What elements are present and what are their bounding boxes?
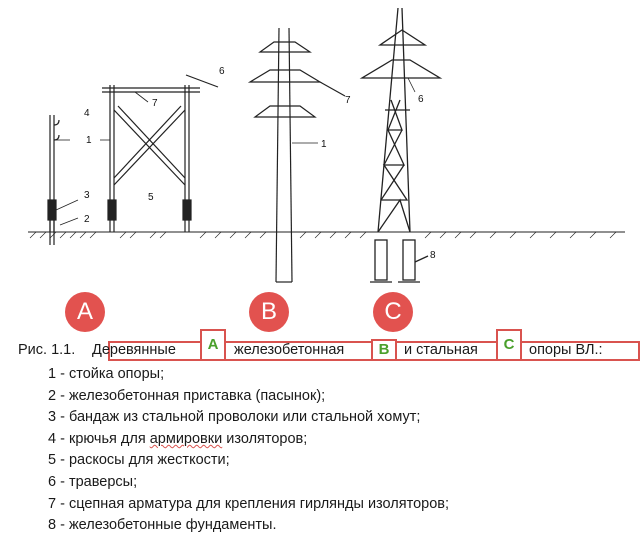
caption-part3: и стальная bbox=[404, 342, 478, 358]
legend-list: 1 - стойка опоры; 2 - железобетонная при… bbox=[48, 364, 449, 537]
caption-box-b: B bbox=[371, 339, 397, 361]
fig-label-6: 6 bbox=[418, 94, 424, 105]
marker-b: B bbox=[249, 292, 289, 332]
legend-item: 7 - сцепная арматура для крепления гирля… bbox=[48, 495, 449, 512]
caption-part1: Деревянные bbox=[92, 342, 176, 358]
fig-label-3: 3 bbox=[84, 190, 90, 201]
fig-label-4: 4 bbox=[84, 108, 90, 119]
fig-label-8: 8 bbox=[430, 250, 436, 261]
misspelled-word: армировки bbox=[149, 430, 223, 447]
marker-c: C bbox=[373, 292, 413, 332]
fig-label-5: 5 bbox=[148, 192, 154, 203]
caption-box-c: C bbox=[496, 329, 522, 361]
caption-box-a: A bbox=[200, 329, 226, 361]
legend-item: 3 - бандаж из стальной проволоки или ста… bbox=[48, 409, 421, 426]
fig-label-1: 1 bbox=[86, 135, 92, 146]
figure-caption: Рис. 1.1. Деревянные A железобетонная B … bbox=[18, 329, 640, 369]
fig-label-1: 1 bbox=[321, 139, 327, 150]
fig-label-7: 7 bbox=[152, 98, 158, 109]
fig-label-6: 6 bbox=[219, 66, 225, 77]
marker-a: A bbox=[65, 292, 105, 332]
power-line-supports-diagram: 4 1 3 2 7 5 6 1 7 6 8 bbox=[28, 7, 625, 283]
legend-item: 1 - стойка опоры; bbox=[48, 366, 165, 382]
legend-item: 5 - раскосы для жесткости; bbox=[48, 452, 230, 469]
fig-label-2: 2 bbox=[84, 214, 90, 225]
caption-part4: опоры ВЛ.: bbox=[529, 342, 603, 358]
caption-part2: железобетонная bbox=[234, 342, 345, 358]
wooden-pole-single bbox=[47, 115, 60, 245]
ground bbox=[28, 231, 625, 239]
fig-label-7: 7 bbox=[345, 95, 351, 106]
legend-item: 6 - траверсы; bbox=[48, 473, 138, 490]
legend-item: 4 - крючья для армировки изоляторов; bbox=[48, 430, 308, 447]
steel-lattice-tower bbox=[359, 7, 443, 283]
wooden-a-frame-pole bbox=[102, 74, 219, 232]
legend-item: 2 - железобетонная приставка (пасынок); bbox=[48, 387, 326, 404]
concrete-pole bbox=[247, 27, 346, 283]
caption-prefix: Рис. 1.1. bbox=[18, 342, 76, 358]
legend-item: 8 - железобетонные фундаменты. bbox=[48, 517, 277, 534]
